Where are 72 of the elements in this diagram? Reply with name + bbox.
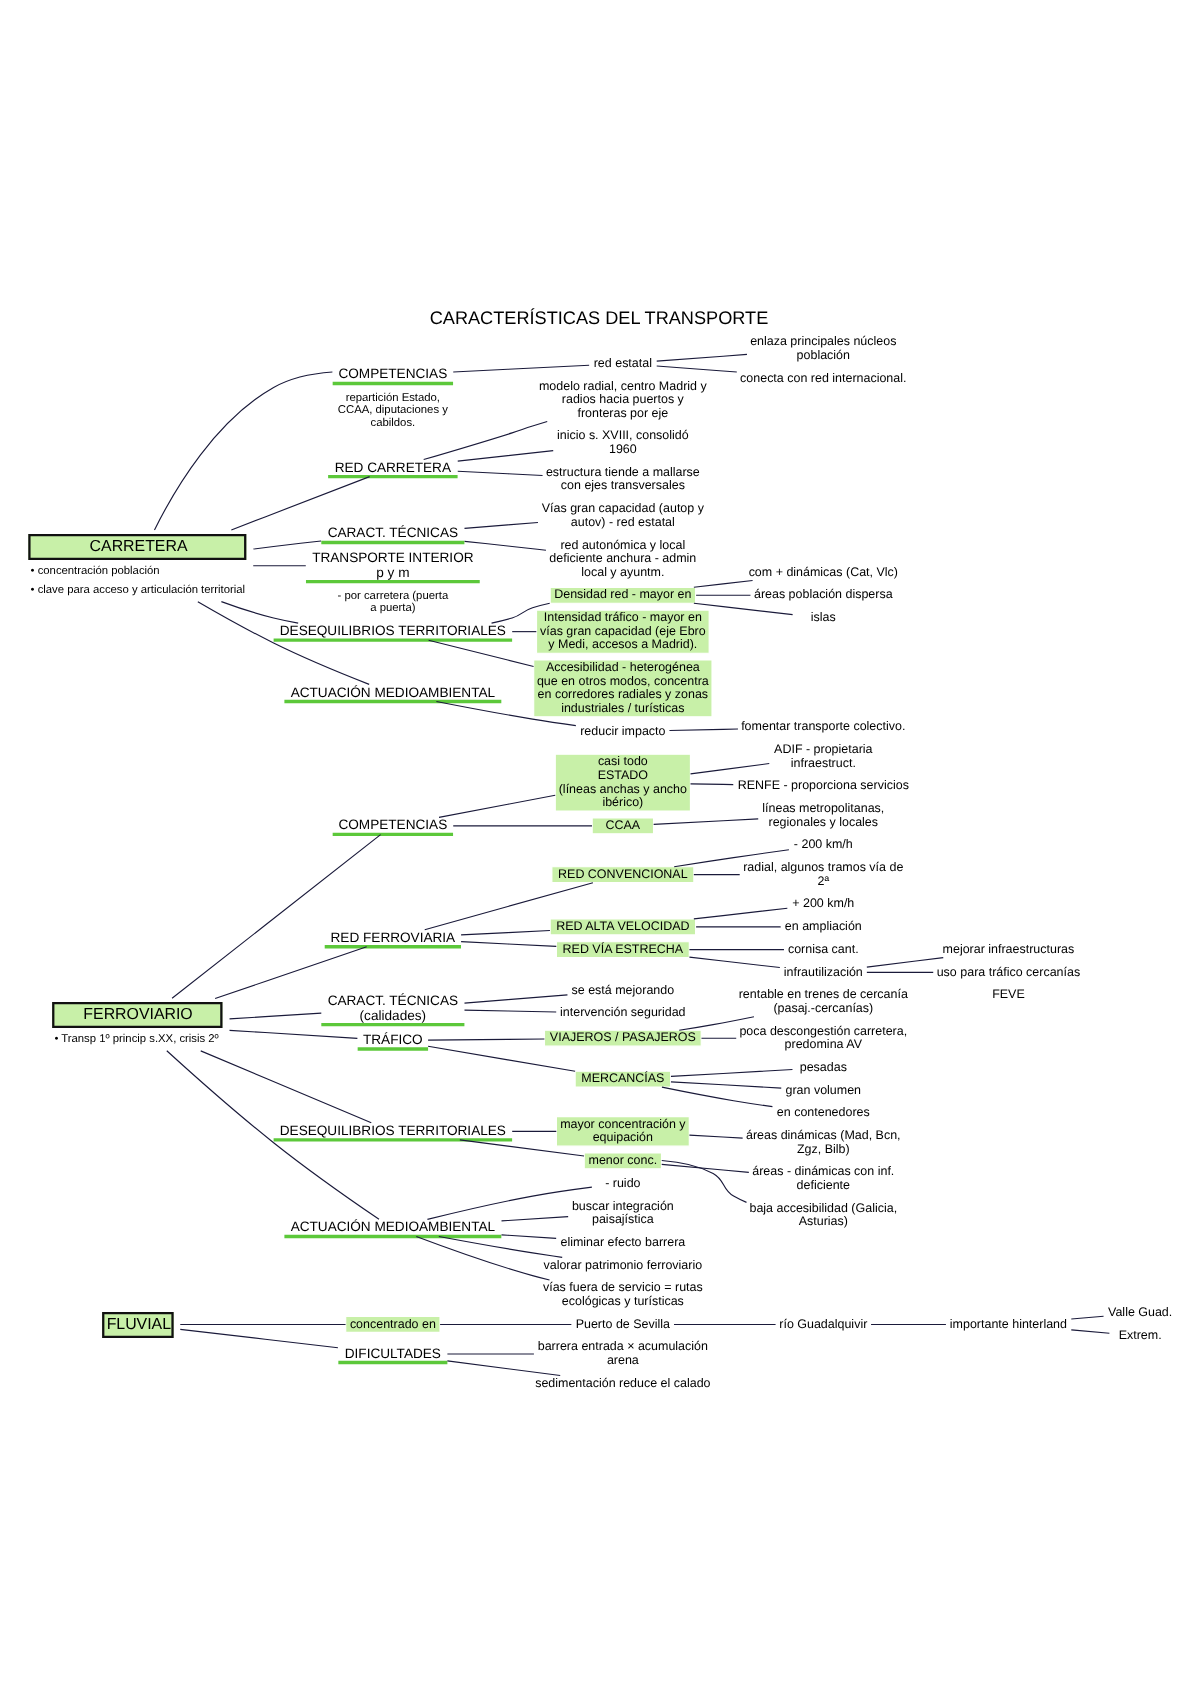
connector [423, 421, 548, 461]
connector [463, 994, 569, 1004]
connector [688, 1134, 744, 1139]
connector [661, 1159, 748, 1203]
connector [870, 1323, 947, 1325]
connector [689, 762, 770, 775]
connector [500, 1234, 557, 1239]
connector [452, 364, 590, 373]
connector [200, 1050, 372, 1124]
connector [179, 1328, 339, 1349]
connector [1070, 1329, 1110, 1334]
connector [661, 1163, 750, 1173]
connector [230, 476, 371, 531]
connector [438, 1235, 563, 1258]
connector [252, 565, 307, 567]
connector [695, 594, 752, 596]
connector [673, 849, 790, 868]
connector [656, 365, 738, 373]
connector [252, 540, 322, 550]
connector [693, 874, 741, 876]
connector [460, 929, 551, 936]
connector [179, 1323, 347, 1325]
connector [428, 639, 535, 668]
connector [460, 941, 557, 947]
connector [673, 1323, 777, 1325]
connector [866, 971, 934, 973]
connector [656, 353, 748, 362]
connector [424, 882, 594, 931]
connector [435, 700, 577, 727]
connector [670, 1081, 782, 1089]
connector [500, 1216, 569, 1222]
connector [220, 601, 299, 624]
connector [452, 825, 593, 827]
connector [197, 601, 370, 685]
connector [439, 1323, 572, 1325]
connector [426, 1186, 593, 1220]
connector [491, 602, 551, 624]
connector [459, 1139, 585, 1157]
connector [678, 1016, 755, 1031]
connector [166, 1050, 380, 1220]
connector [689, 783, 734, 786]
connector [463, 521, 539, 529]
connector [1070, 1315, 1105, 1320]
connector [688, 949, 785, 951]
connector [463, 1009, 557, 1013]
connector [670, 1068, 794, 1077]
connector [438, 794, 556, 818]
connector [427, 1038, 545, 1041]
connector [661, 1086, 773, 1108]
connector [688, 956, 781, 969]
connector [695, 926, 782, 928]
connector [153, 371, 333, 531]
connector [171, 834, 382, 999]
connector [457, 470, 544, 477]
connector [866, 957, 944, 968]
connector [700, 1037, 737, 1039]
connector [427, 1045, 576, 1072]
connector [214, 946, 368, 1000]
connector [511, 1130, 557, 1132]
connector [228, 1012, 322, 1020]
connector [228, 1029, 358, 1039]
connector [653, 818, 759, 825]
connector [668, 728, 739, 732]
connector [457, 450, 554, 462]
connector [446, 1360, 561, 1377]
diagram-title: CARACTERÍSTICAS DEL TRANSPORTE [429, 307, 769, 328]
connector [693, 907, 788, 920]
connector [693, 602, 794, 616]
connector [693, 579, 754, 588]
connector [464, 540, 547, 551]
connector [511, 631, 537, 633]
connector [415, 1235, 551, 1281]
